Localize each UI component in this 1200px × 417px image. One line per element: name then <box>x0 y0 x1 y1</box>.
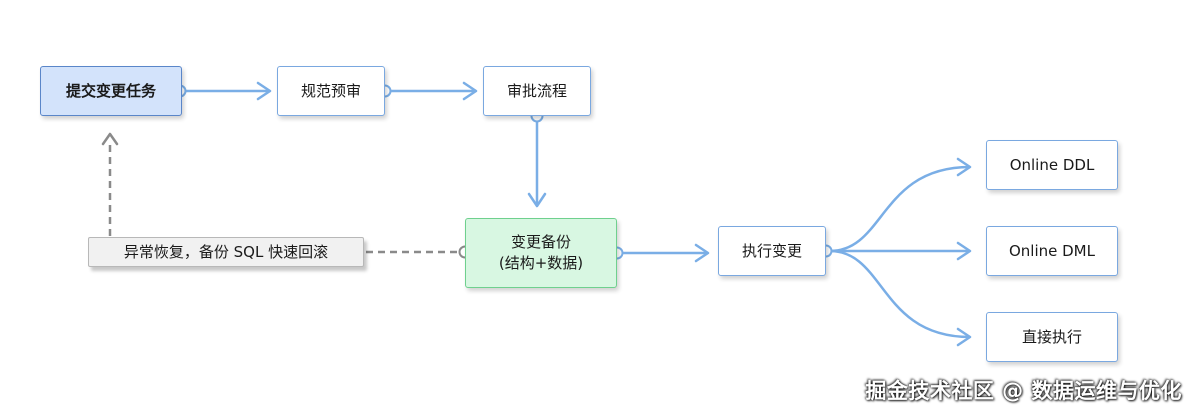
node-label: 规范预审 <box>300 81 361 100</box>
node-execute-change: 执行变更 <box>718 226 826 276</box>
watermark-text: 掘金技术社区 @ 数据运维与优化 <box>865 379 1182 403</box>
node-change-backup: 变更备份 (结构+数据) <box>465 218 617 288</box>
connector-submit-review <box>173 81 272 101</box>
node-rollback-note: 异常恢复，备份 SQL 快速回滚 <box>88 237 364 267</box>
node-direct-execute: 直接执行 <box>986 312 1118 362</box>
connector-backup-execute <box>610 243 710 263</box>
node-label: 直接执行 <box>1021 327 1082 346</box>
node-label-line1: 变更备份 <box>510 233 571 251</box>
connector-approve-backup <box>527 109 547 208</box>
node-label: Online DML <box>1008 241 1095 260</box>
node-label: 审批流程 <box>506 81 567 100</box>
node-label: 异常恢复，备份 SQL 快速回滚 <box>123 242 329 261</box>
node-online-ddl: Online DDL <box>986 140 1118 190</box>
node-approval-process: 审批流程 <box>483 66 591 116</box>
node-spec-prereview: 规范预审 <box>277 66 385 116</box>
node-online-dml: Online DML <box>986 226 1118 276</box>
connector-execute-branches <box>819 157 972 347</box>
node-label: Online DDL <box>1009 155 1095 174</box>
node-label: 执行变更 <box>741 241 802 260</box>
node-label-line2: (结构+数据) <box>498 254 584 272</box>
connector-rollback-submit <box>101 132 119 236</box>
node-submit-change-task: 提交变更任务 <box>40 66 182 116</box>
connector-backup-rollback <box>366 245 472 259</box>
connector-review-approve <box>378 81 478 101</box>
node-label: 提交变更任务 <box>65 81 156 100</box>
